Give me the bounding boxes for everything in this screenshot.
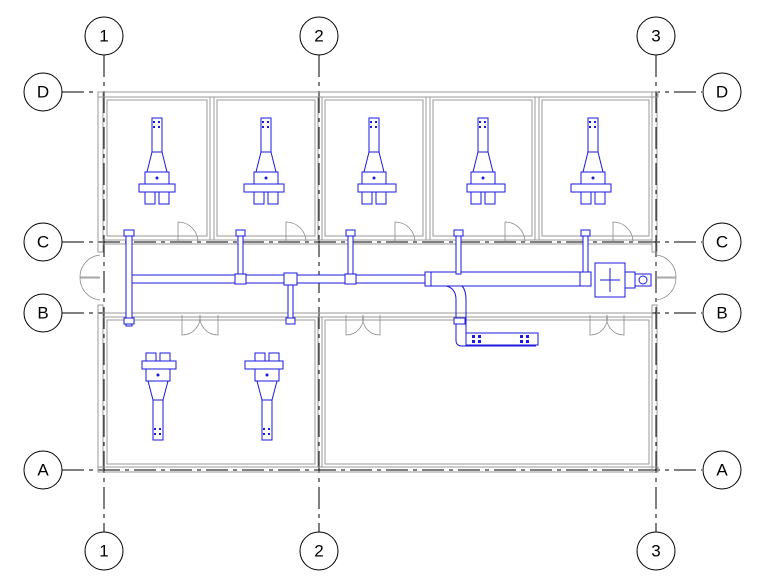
grid-bubble-A-right: A <box>702 450 742 490</box>
grid-bubble-1-bottom: 1 <box>84 531 124 571</box>
branch-riser-3 <box>347 231 354 277</box>
air-terminal-4 <box>466 117 506 205</box>
grid-bubble-B-left: B <box>23 293 63 333</box>
grid-label: 1 <box>99 27 108 46</box>
grid-bubbles: 1 2 3 1 2 3 D C <box>23 16 742 571</box>
grid-label: 2 <box>314 542 323 561</box>
grid-label: A <box>716 461 728 480</box>
grid-label: 3 <box>651 542 660 561</box>
air-terminal-3 <box>357 117 397 205</box>
branch-down-1 <box>287 282 294 324</box>
grid-bubble-C-right: C <box>702 222 742 262</box>
fan-unit <box>594 262 652 298</box>
grid-label: B <box>716 304 727 323</box>
ductwork <box>123 229 652 347</box>
air-terminals-upper <box>138 117 612 205</box>
grid-label: 2 <box>314 27 323 46</box>
grid-bubble-B-right: B <box>702 293 742 333</box>
grid-bubble-2-top: 2 <box>299 16 339 56</box>
grid-label: 3 <box>651 27 660 46</box>
grid-bubble-3-bottom: 3 <box>636 531 676 571</box>
grid-bubble-D-right: D <box>702 72 742 112</box>
grid-bubble-C-left: C <box>23 222 63 262</box>
grid-label: C <box>37 233 49 252</box>
grid-label: C <box>716 233 728 252</box>
branch-riser-5 <box>582 231 589 275</box>
branch-riser-1 <box>125 231 133 327</box>
grid-bubble-1-top: 1 <box>84 16 124 56</box>
air-terminals-lower <box>141 352 284 441</box>
branch-lower-terminal <box>465 332 539 346</box>
grid-label: 1 <box>99 542 108 561</box>
main-duct-east <box>429 271 591 287</box>
grid-bubble-A-left: A <box>23 450 63 490</box>
grid-label: A <box>37 461 49 480</box>
air-terminal-1 <box>138 117 176 205</box>
air-terminal-7 <box>244 352 284 441</box>
air-terminal-5 <box>570 117 612 205</box>
grid-bubble-D-left: D <box>23 72 63 112</box>
grid-bubble-3-top: 3 <box>636 16 676 56</box>
doors <box>79 221 677 336</box>
grid-label: D <box>37 83 49 102</box>
main-duct <box>131 274 431 284</box>
grid-label: D <box>716 83 728 102</box>
air-terminal-6 <box>141 352 177 441</box>
walls <box>97 91 659 473</box>
branch-riser-4 <box>455 231 462 275</box>
grid-label: B <box>37 304 48 323</box>
branch-riser-2 <box>237 231 244 277</box>
air-terminal-2 <box>243 117 285 205</box>
grid-bubble-2-bottom: 2 <box>299 531 339 571</box>
